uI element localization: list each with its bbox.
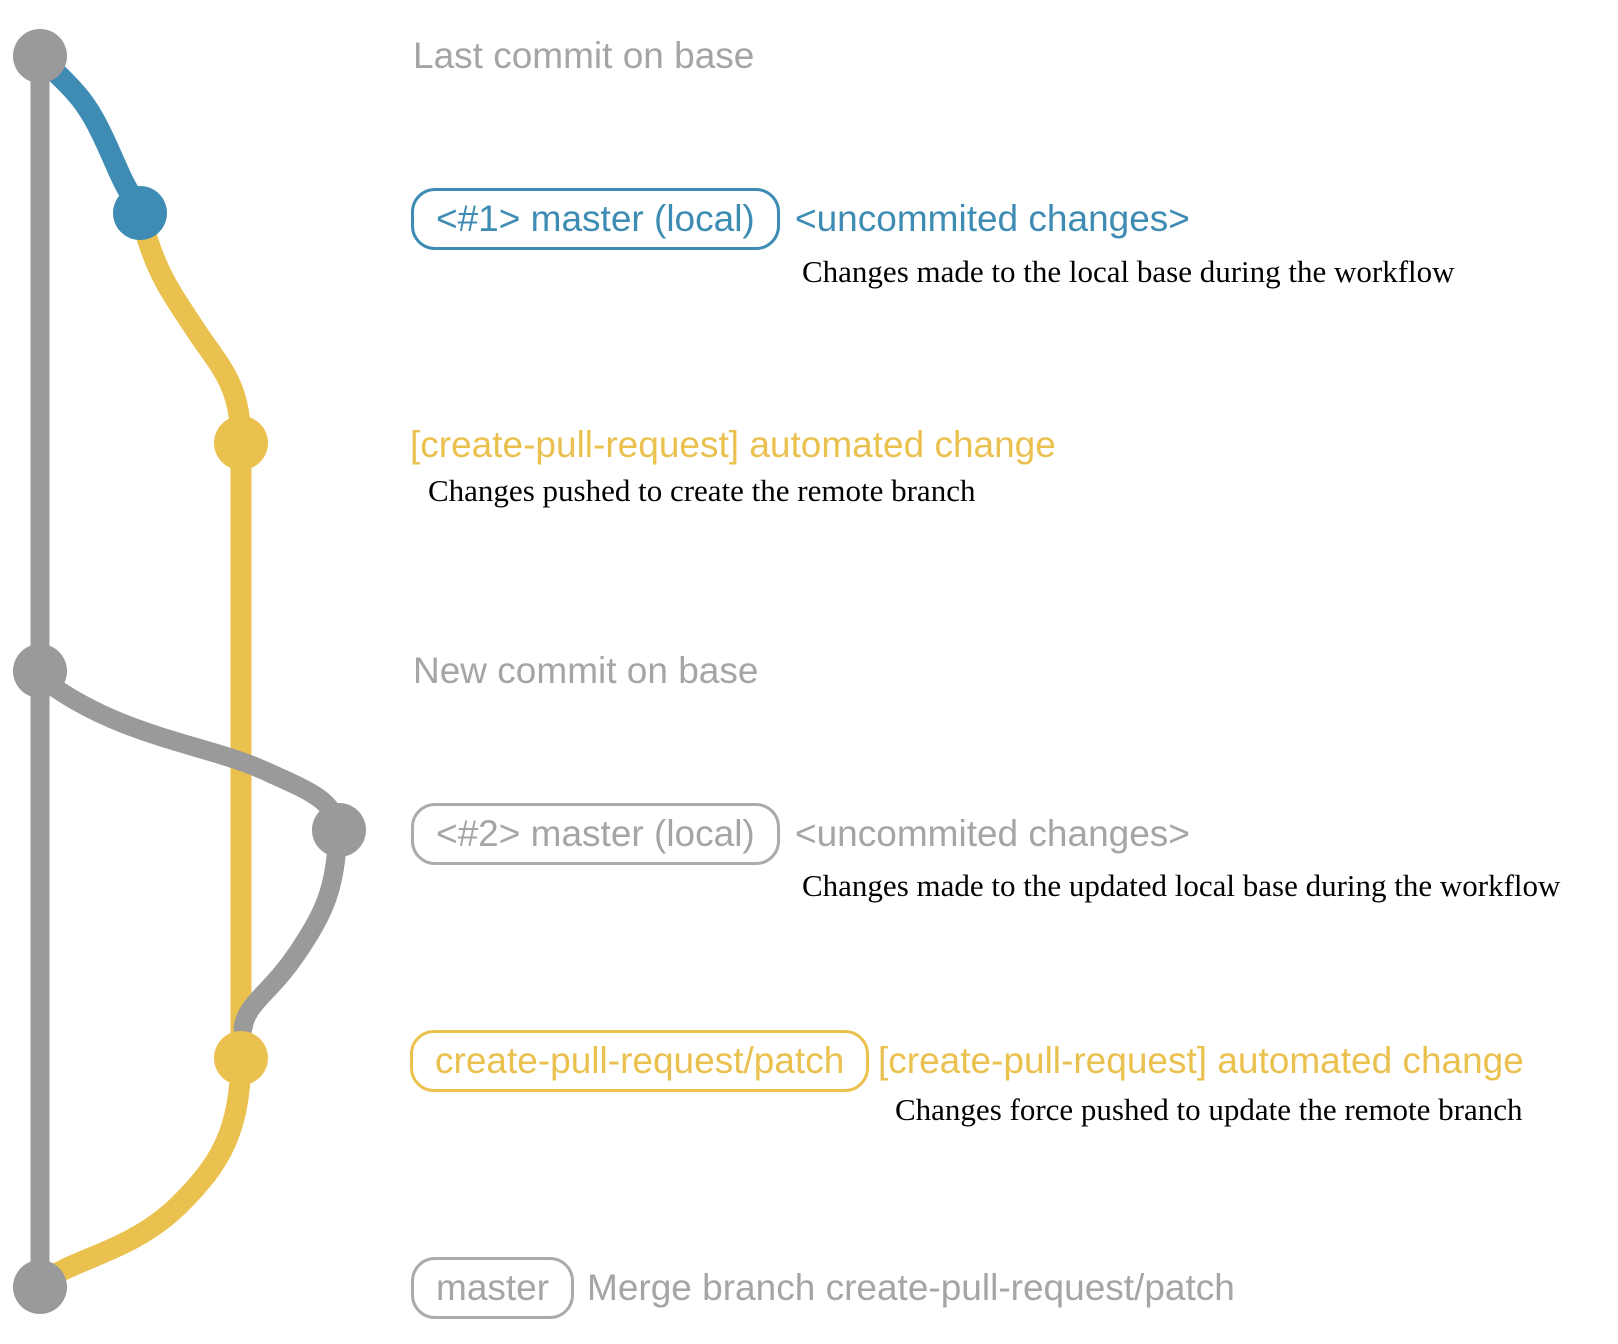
badge-master-local-2: <#2> master (local) [411,803,780,865]
uncommited-changes-note-2: <uncommited changes> [795,813,1190,854]
merge-label: Merge branch create-pull-request/patch [587,1267,1235,1308]
automated-change-note-1: [create-pull-request] automated change [410,424,1056,465]
badge-master-local-1: <#1> master (local) [411,188,780,250]
automated-change-note-2: [create-pull-request] automated change [878,1040,1524,1081]
yellow-merge-curve [34,1051,252,1292]
gray-force-push-curve [233,822,348,1038]
badge-master: master [411,1257,575,1319]
push1-description: Changes pushed to create the remote bran… [428,473,976,508]
gray-local-branch-curve [34,670,348,838]
commit-dot-local-2 [312,803,366,857]
yellow-remote-branch-line [130,207,252,1069]
push2-description: Changes force pushed to update the remot… [895,1092,1523,1127]
commit-dot-new-base [13,644,67,698]
commit-dot-local-1 [113,186,167,240]
badge-create-pull-request-patch: create-pull-request/patch [410,1030,870,1092]
commit-dot-last-base [13,29,67,83]
commit-dot-pushed-2 [214,1031,268,1085]
commit-dot-pushed-1 [214,416,268,470]
commit-dot-merge [13,1260,67,1314]
blue-local-branch-curve [29,47,150,219]
new-commit-label: New commit on base [413,650,759,691]
commit2-description: Changes made to the updated local base d… [802,868,1561,903]
commit1-description: Changes made to the local base during th… [802,254,1455,289]
uncommited-changes-note-1: <uncommited changes> [795,198,1190,239]
last-commit-label: Last commit on base [413,35,755,76]
